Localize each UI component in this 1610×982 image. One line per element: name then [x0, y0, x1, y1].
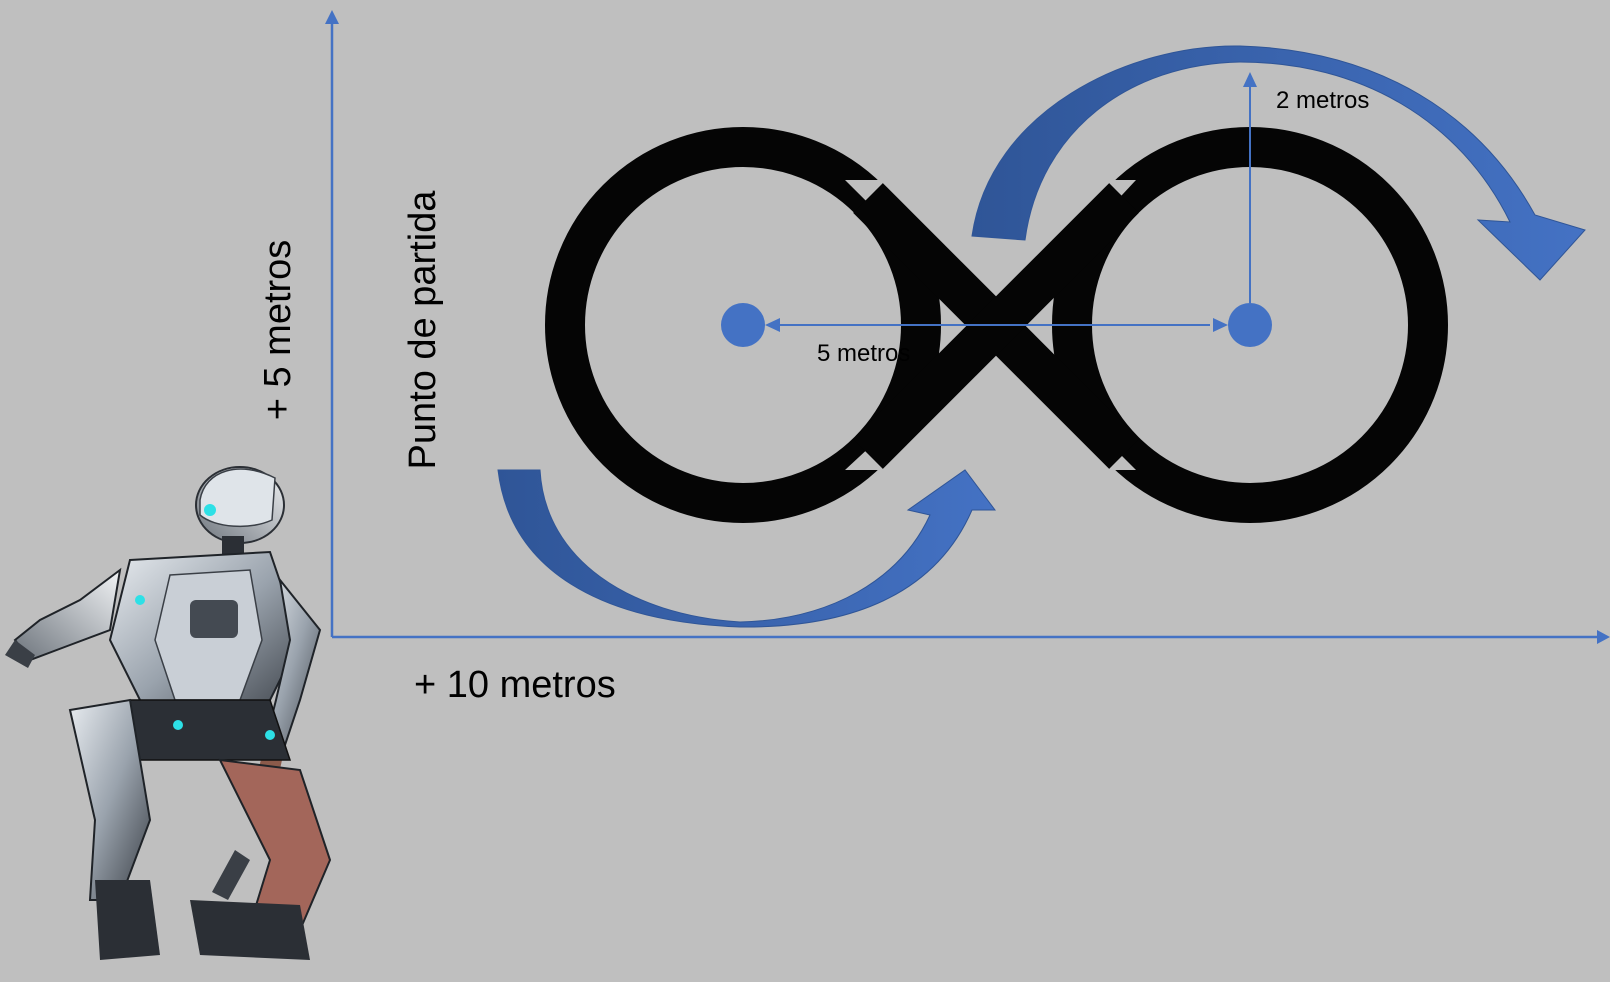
- start-label: Punto de partida: [402, 190, 444, 470]
- bottom-curved-arrow: [497, 469, 996, 628]
- top-curved-arrow: [971, 45, 1586, 281]
- distance-label: 5 metros: [817, 340, 910, 367]
- y-axis-arrow-icon: [325, 10, 339, 24]
- x-axis-label: + 10 metros: [414, 664, 616, 706]
- radius-arrow-up-icon: [1243, 72, 1257, 87]
- robot-illustration-icon: [5, 466, 332, 960]
- axes: [325, 10, 1610, 644]
- x-axis-arrow-icon: [1597, 630, 1610, 644]
- y-axis-label: + 5 metros: [257, 240, 299, 421]
- distance-arrow-right-icon: [1213, 318, 1228, 332]
- right-center-dot: [1228, 303, 1272, 347]
- distance-arrow-left-icon: [765, 318, 780, 332]
- radius-label: 2 metros: [1276, 87, 1369, 114]
- left-center-dot: [721, 303, 765, 347]
